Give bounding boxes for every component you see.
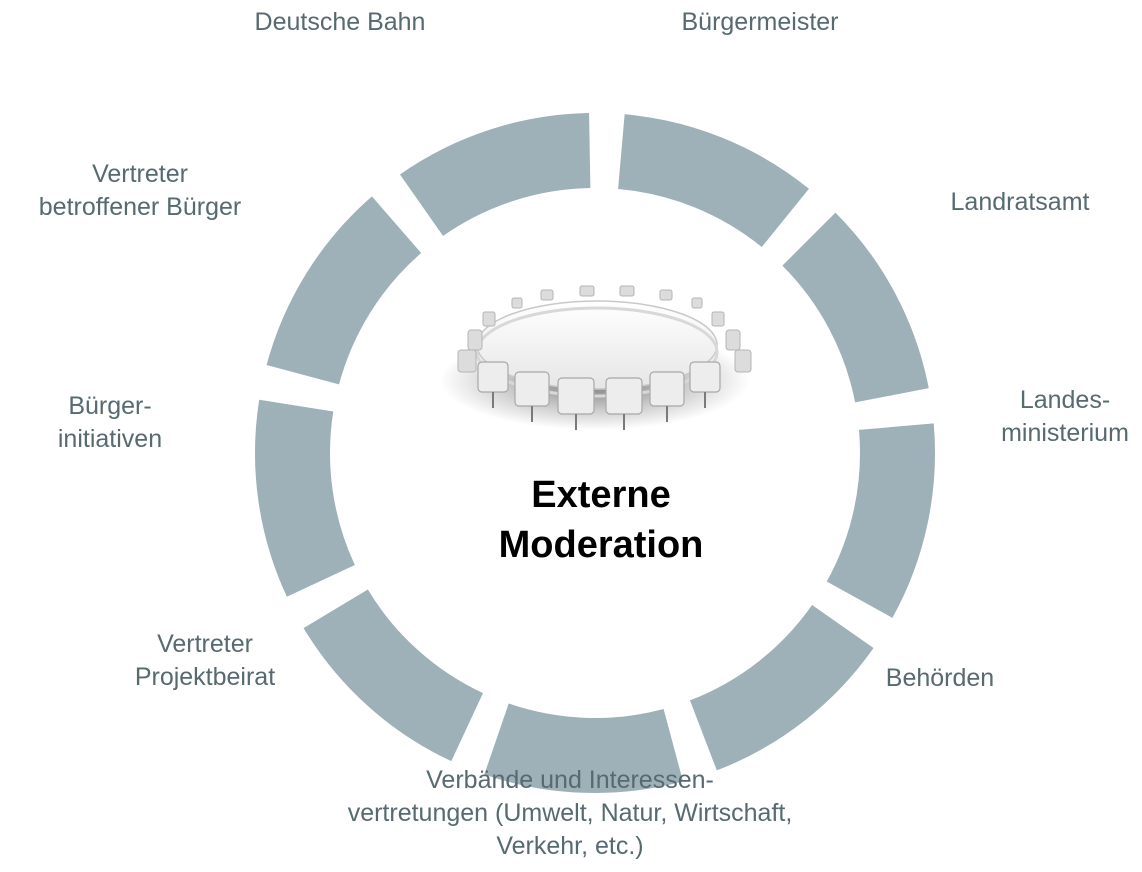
label-line: Projektbeirat [134,663,276,691]
round-table-icon [440,285,752,430]
segment-buergerinitiativen [255,399,355,597]
label-line: Deutsche Bahn [254,8,426,36]
center-title-line1: Externe [531,474,671,516]
label-line: Bürgermeister [681,8,839,36]
segment-verbaende [484,703,683,793]
segment-betroffene [266,196,422,385]
label-landratsamt: Landratsamt [930,186,1110,219]
center-title-line2: Moderation [498,524,704,566]
label-line: Landes- [1019,386,1111,414]
label-line: Verkehr, etc.) [496,832,644,860]
label-buergermeister: Bürgermeister [660,6,860,39]
label-line: Vertreter [92,160,188,188]
label-deutsche-bahn: Deutsche Bahn [230,6,450,39]
label-line: Landratsamt [950,188,1090,216]
segment-deutsche-bahn [399,113,591,236]
label-line: Behörden [885,664,995,692]
segment-buergermeister [618,114,809,248]
segment-landratsamt [782,212,929,403]
segment-landesministerium [826,423,935,618]
label-projektbeirat: Vertreter Projektbeirat [105,628,305,694]
segment-behoerden [689,604,874,771]
segment-group [255,113,935,793]
label-line: vertretungen (Umwelt, Natur, Wirtschaft, [347,799,793,827]
label-landesministerium: Landes- ministerium [990,384,1140,450]
label-verbaende: Verbände und Interessen- vertretungen (U… [320,764,820,863]
label-betroffene-buerger: Vertreter betroffener Bürger [10,158,270,224]
label-line: ministerium [1001,419,1129,447]
label-line: Bürger- [68,392,152,420]
label-line: Verbände und Interessen- [426,766,714,794]
center-title: Externe Moderation [471,470,731,570]
segment-projektbeirat [303,589,484,762]
label-buergerinitiativen: Bürger- initiativen [30,390,190,456]
label-line: betroffener Bürger [38,193,242,221]
label-line: Vertreter [157,630,253,658]
label-behoerden: Behörden [860,662,1020,695]
label-line: initiativen [57,425,163,453]
